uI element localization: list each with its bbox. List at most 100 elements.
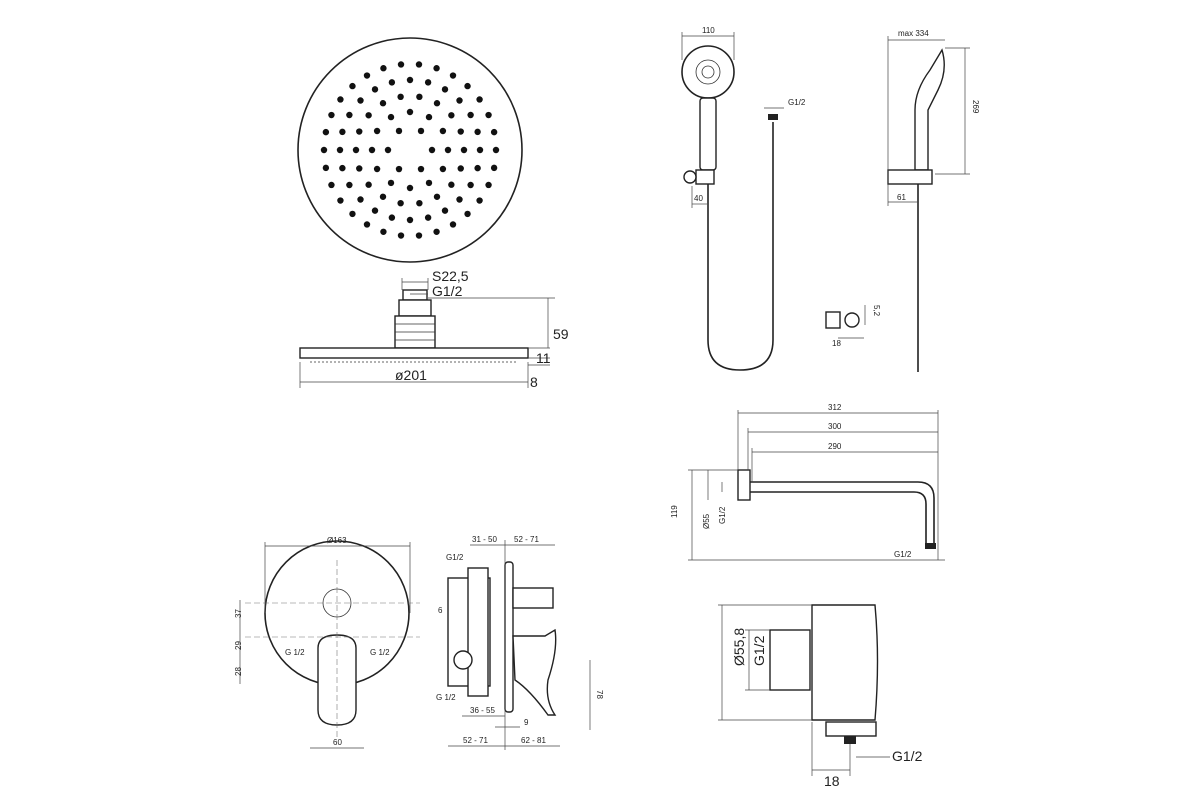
mixer-front-view: Ø163 37 29 28 G 1/2 G 1/2 60 [234,536,420,749]
nozzle-hole [379,100,387,107]
nozzle-hole [373,165,381,173]
arm-length-290: 290 [828,442,842,451]
nozzle-hole [433,100,441,107]
nozzle-hole [476,146,484,154]
width-label: 110 [702,26,715,35]
nozzle-hole [406,184,414,192]
nozzle-hole [363,72,371,79]
depth-52-71-top: 52 - 71 [514,535,539,544]
nozzle-hole [397,232,405,239]
wall-thread-label: G1/2 [718,506,727,524]
nozzle-hole [476,96,483,103]
nozzle-hole [441,86,449,93]
nozzle-hole [371,86,379,93]
nozzle-hole [416,199,423,207]
nozzle-hole [439,165,447,173]
gap-label: 6 [438,606,443,615]
dim-29: 29 [234,641,243,650]
depth-31-50: 31 - 50 [472,535,497,544]
nozzle-hole [444,146,452,154]
side-offset-label: 61 [897,193,906,202]
head-height-label: 269 [971,100,980,114]
holder-width-label: 18 [832,339,841,348]
outlet-thread-label: G1/2 [894,550,912,559]
hand-shower-side-view: max 334 269 61 [887,29,980,372]
nozzle-hole [417,165,425,173]
dim-37: 37 [234,609,243,618]
nozzle-hole [490,128,498,136]
nozzle-hole [349,82,356,90]
nozzle-hole [387,113,395,121]
nozzle-hole [448,112,455,119]
nozzle-holes [320,61,500,239]
rain-shower-top-view [297,37,523,263]
nozzle-hole [415,61,423,68]
nozzle-hole [406,108,414,116]
nozzle-hole [474,164,481,172]
nozzle-hole [357,97,364,104]
nozzle-hole [395,127,403,135]
nozzle-hole [416,93,423,101]
hose-thread-label: G1/2 [788,98,806,107]
nozzle-hole [380,65,387,72]
nozzle-hole [397,199,404,207]
nozzle-hole [365,112,372,119]
hand-shower-front-view: 110 G1/2 40 [681,26,806,371]
diameter-label: Ø163 [327,536,347,545]
depth-62-81: 62 - 81 [521,736,546,745]
nozzle-hole [352,146,360,154]
nozzle-hole [339,164,346,172]
nozzle-hole [380,228,387,235]
flange-label: Ø55 [702,513,711,529]
nozzle-hole [328,181,335,189]
nozzle-hole [349,210,356,218]
nozzle-hole [456,196,463,203]
nozzle-hole [322,128,330,136]
nozzle-hole [397,93,404,101]
nozzle-hole [417,127,425,135]
nozzle-hole [379,193,387,200]
arm-length-312: 312 [828,403,842,412]
plate-label: 11 [536,350,551,366]
nozzle-hole [365,181,372,188]
dim-28: 28 [234,667,243,676]
arm-length-300: 300 [828,422,842,431]
nozzle-hole [357,196,364,203]
nozzle-hole [337,96,344,103]
height-label: 59 [553,326,569,342]
nozzle-hole [449,72,457,79]
lever-height-label: 78 [595,690,604,699]
nozzle-hole [467,181,474,189]
plate-edge-label: 8 [530,374,538,390]
nozzle-hole [492,146,500,154]
nozzle-hole [425,113,433,121]
nozzle-hole [428,146,436,154]
nozzle-hole [464,210,471,218]
nozzle-hole [356,165,363,172]
nozzle-hole [368,146,376,154]
nozzle-hole [337,197,344,204]
wall-elbow: Ø55,8 G1/2 G1/2 18 [718,604,923,789]
holder-detail: 18 5,2 [825,305,881,348]
nozzle-hole [439,127,447,135]
nozzle-hole [320,146,328,154]
nozzle-hole [449,221,457,228]
wall-thread-label: G1/2 [751,635,767,666]
offset-label: 18 [824,773,840,789]
nozzle-hole [424,79,432,86]
plate-label: 9 [524,718,529,727]
nozzle-hole [346,181,353,189]
depth-52-71-bottom: 52 - 71 [463,736,488,745]
nozzle-hole [339,128,346,136]
max-length-label: max 334 [898,29,929,38]
nozzle-hole [388,214,396,221]
nozzle-hole [373,127,381,135]
nozzle-hole [387,179,395,187]
rain-shower-side-view: S22,5 G1/2 59 11 8 ø201 [299,268,569,390]
shower-arm: 312 300 290 119 Ø55 G1/2 G1/2 [670,403,945,561]
hex-label: S22,5 [432,268,469,284]
inlet-left-label: G 1/2 [285,648,305,657]
nozzle-hole [433,65,440,72]
diameter-label: Ø55,8 [731,628,747,666]
